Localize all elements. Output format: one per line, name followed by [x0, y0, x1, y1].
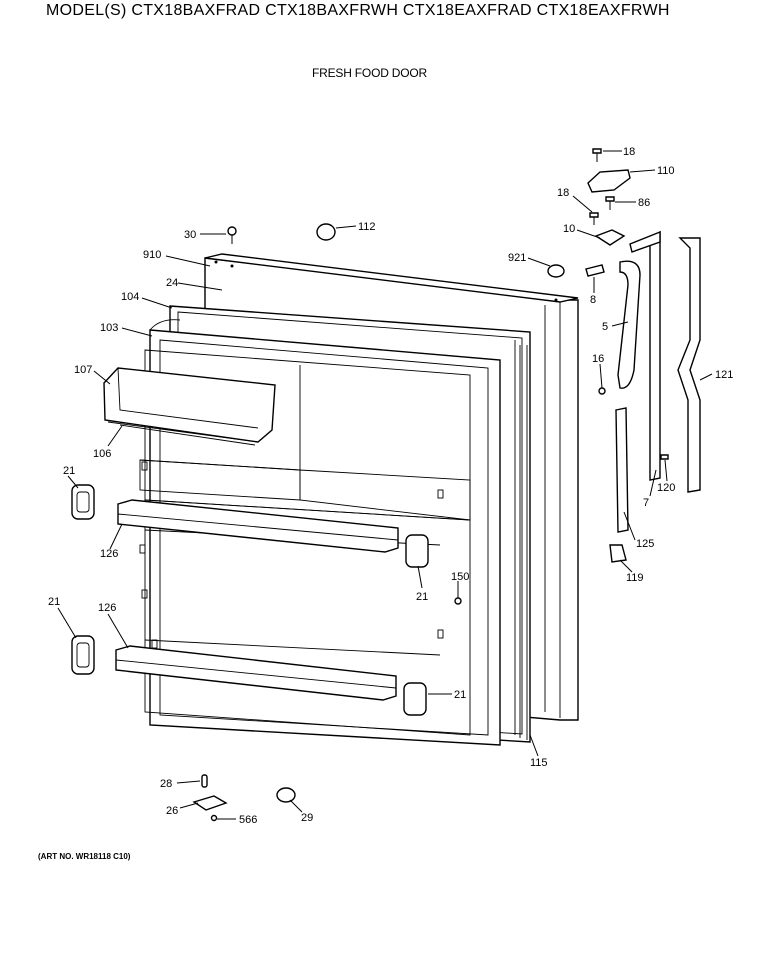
callout-10: 10	[563, 223, 575, 235]
callout-21a: 21	[63, 465, 75, 477]
callout-103: 103	[100, 322, 118, 334]
top-small-parts	[227, 223, 336, 244]
shelf-end-caps	[71, 484, 429, 716]
callout-21b: 21	[416, 591, 428, 603]
callout-26: 26	[166, 805, 178, 817]
callout-126a: 126	[100, 548, 118, 560]
callout-21d: 21	[454, 689, 466, 701]
callout-104: 104	[121, 291, 139, 303]
callout-18a: 18	[623, 146, 635, 158]
callout-21c: 21	[48, 596, 60, 608]
model-header: MODEL(S) CTX18BAXFRAD CTX18BAXFRWH CTX18…	[46, 2, 670, 19]
dairy-door	[103, 367, 276, 446]
callout-5: 5	[602, 321, 608, 333]
callout-910: 910	[143, 249, 161, 261]
callout-921: 921	[508, 252, 526, 264]
callout-106: 106	[93, 448, 111, 460]
callout-labels: 18 110 18 86 10 30 112 910 921 24 8 104 …	[48, 146, 733, 826]
callout-121: 121	[715, 369, 733, 381]
callout-120: 120	[657, 482, 675, 494]
callout-110: 110	[657, 165, 675, 177]
art-number: (ART NO. WR18118 C10)	[38, 852, 131, 861]
callout-7: 7	[643, 497, 649, 509]
leader-lines	[57, 150, 713, 820]
callout-28: 28	[160, 778, 172, 790]
callout-8: 8	[590, 294, 596, 306]
callout-29: 29	[301, 812, 313, 824]
callout-18b: 18	[557, 187, 569, 199]
callout-112: 112	[358, 221, 376, 233]
lower-shelf-bar	[115, 645, 397, 701]
callout-566: 566	[239, 814, 257, 826]
callout-30: 30	[184, 229, 196, 241]
upper-shelf-bar	[117, 499, 399, 553]
callout-125: 125	[636, 538, 654, 550]
callout-115: 115	[530, 757, 548, 769]
handle-and-hinges	[547, 148, 701, 563]
callout-86: 86	[638, 197, 650, 209]
callout-150: 150	[451, 571, 469, 583]
diagram-title: FRESH FOOD DOOR	[312, 66, 428, 80]
callout-107: 107	[74, 364, 92, 376]
callout-126b: 126	[98, 602, 116, 614]
callout-16: 16	[592, 353, 604, 365]
callout-24: 24	[166, 277, 178, 289]
callout-119: 119	[626, 572, 644, 584]
